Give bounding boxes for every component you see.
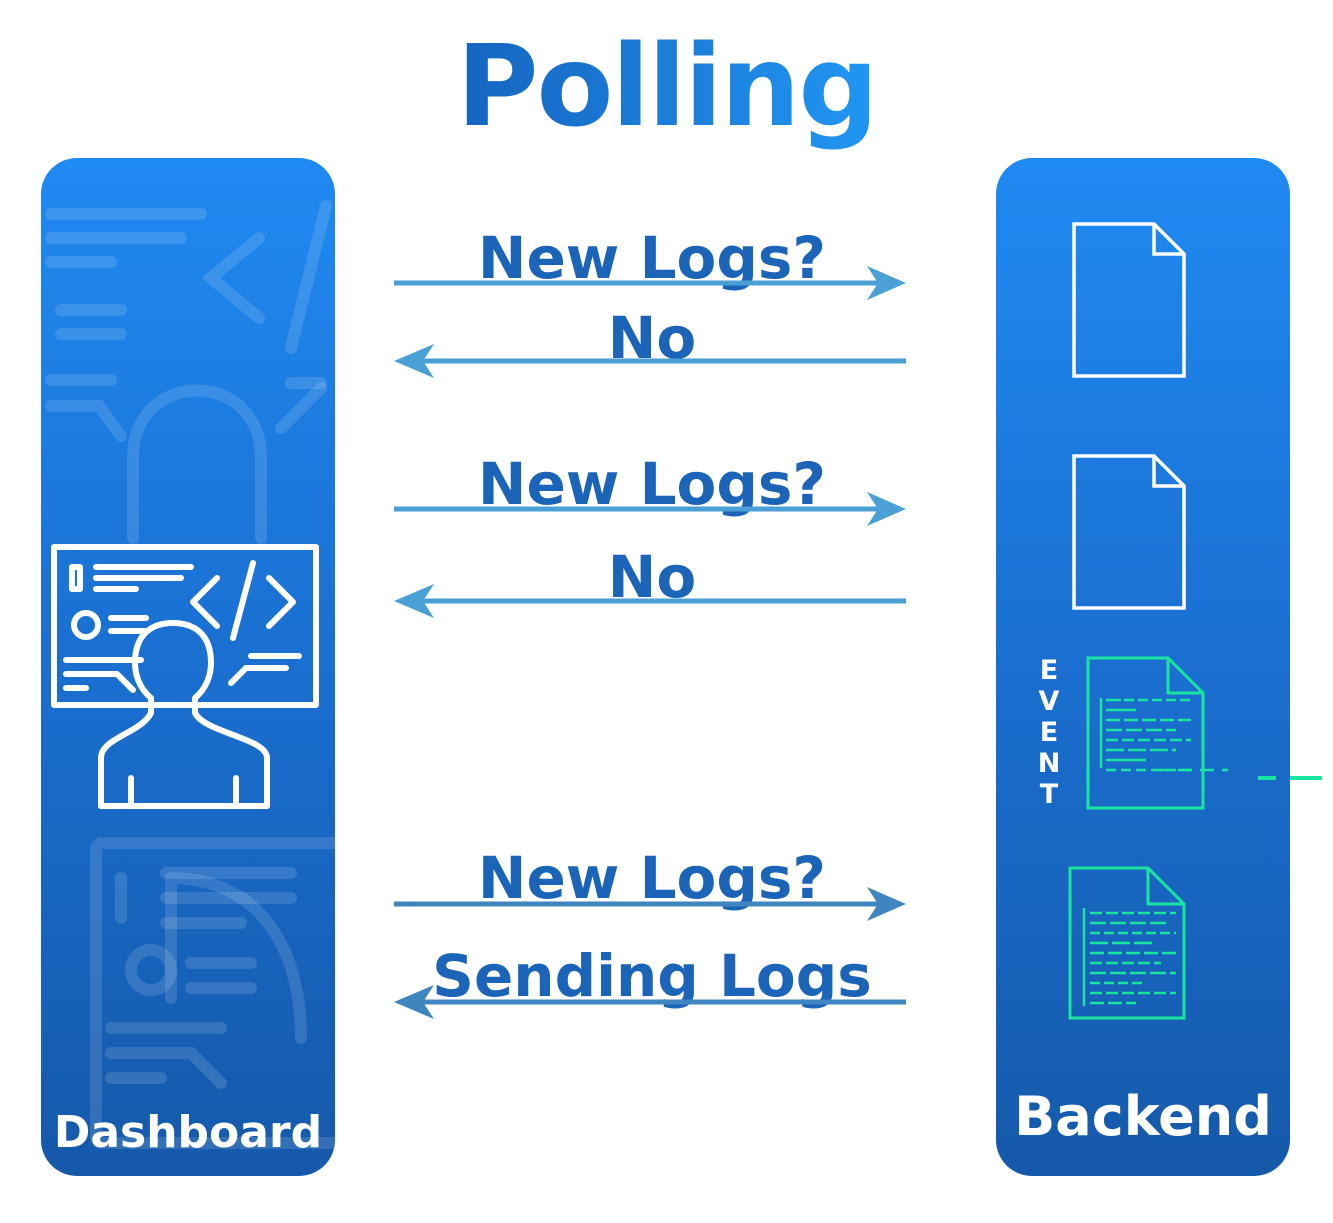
message-label: No — [607, 543, 697, 611]
event-label: E V E N T — [1034, 655, 1064, 810]
message-label: New Logs? — [477, 844, 827, 912]
backend-label: Backend — [1014, 1085, 1272, 1148]
message-label: New Logs? — [477, 224, 827, 292]
message-response-2: No — [394, 545, 910, 625]
message-label: New Logs? — [477, 450, 827, 518]
empty-document-icon — [1072, 222, 1186, 378]
message-request-1: New Logs? — [394, 226, 910, 306]
arrow-right — [394, 887, 906, 921]
message-response-1: No — [394, 306, 910, 386]
page-title: Polling — [456, 22, 878, 152]
message-response-3: Sending Logs — [394, 944, 910, 1024]
arrow-left — [394, 584, 906, 618]
backend-panel: Backend — [996, 158, 1290, 1176]
event-letter: E — [1039, 717, 1059, 748]
dashboard-panel: Dashboard — [41, 158, 335, 1176]
event-letter: T — [1039, 779, 1059, 810]
event-letter: E — [1039, 655, 1059, 686]
arrow-left — [394, 985, 906, 1019]
event-letter: V — [1038, 686, 1060, 717]
dashboard-background-watermark — [45, 200, 335, 1149]
backend-documents — [1068, 222, 1228, 1020]
message-request-3: New Logs? — [394, 846, 910, 926]
event-letter: N — [1037, 748, 1061, 779]
event-log-document-icon — [1086, 656, 1228, 810]
log-document-icon — [1068, 866, 1186, 1020]
message-label: Sending Logs — [432, 942, 872, 1010]
developer-screen-icon — [51, 544, 319, 809]
dashboard-label: Dashboard — [53, 1107, 323, 1158]
message-request-2: New Logs? — [394, 452, 910, 532]
empty-document-icon — [1072, 454, 1186, 610]
arrow-right — [394, 266, 906, 300]
arrow-right — [394, 492, 906, 526]
arrow-left — [394, 344, 906, 378]
